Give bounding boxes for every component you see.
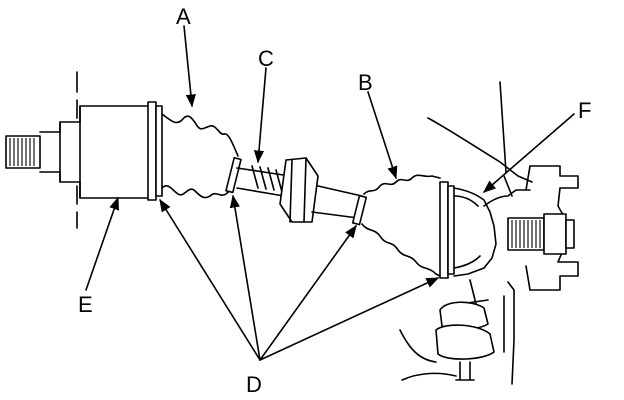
label-f: F — [578, 98, 591, 123]
wheel-hub — [499, 81, 579, 385]
leader-d1 — [159, 198, 261, 361]
steering-linkage — [427, 117, 533, 183]
inboard-joint-flange — [147, 101, 163, 201]
label-a: A — [176, 4, 191, 29]
spring-clip — [251, 165, 283, 193]
outboard-boot — [351, 174, 441, 277]
leader-e — [85, 196, 120, 291]
outboard-joint — [453, 187, 531, 277]
leader-arrows — [85, 25, 575, 361]
lower-ball-joint — [399, 279, 495, 381]
leader-d2 — [229, 194, 261, 361]
label-b: B — [358, 70, 373, 95]
label-d: D — [246, 372, 262, 397]
leader-d4 — [259, 277, 440, 361]
label-c: C — [258, 46, 274, 71]
leader-c — [253, 67, 267, 164]
leader-d3 — [259, 224, 357, 361]
center-shaft — [236, 157, 363, 223]
leader-b — [367, 91, 398, 180]
spindle-nut — [543, 213, 567, 255]
inboard-boot — [161, 113, 242, 199]
outboard-joint-flange — [439, 181, 455, 279]
leader-a — [183, 25, 196, 108]
label-e: E — [78, 292, 93, 317]
inboard-stub-shaft — [5, 71, 149, 229]
leader-f — [483, 113, 575, 193]
